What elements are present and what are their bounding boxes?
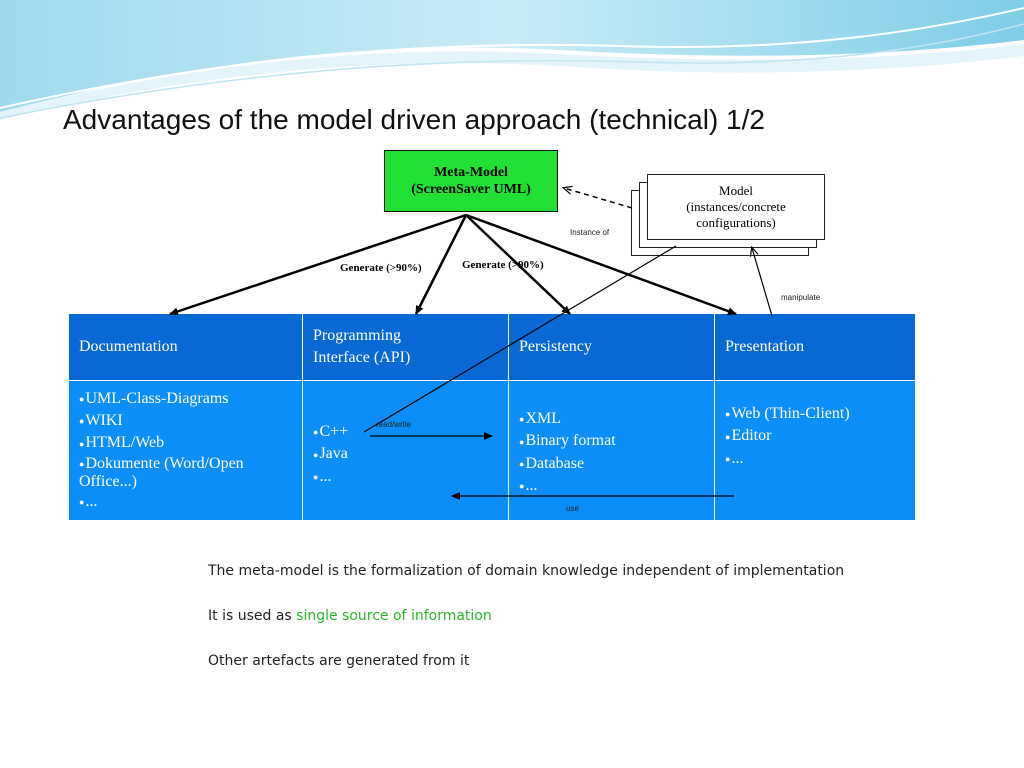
- meta-model-name: Meta-Model: [434, 165, 508, 180]
- cell-persistency: ●XML ●Binary format ●Database ●...: [508, 380, 715, 521]
- list-item: ●C++: [313, 423, 349, 440]
- generate-label-left: Generate (>90%): [340, 262, 422, 274]
- slide-title: Advantages of the model driven approach …: [63, 104, 765, 135]
- table-body-row: ●UML-Class-Diagrams ●WIKI ●HTML/Web ●Dok…: [68, 380, 916, 521]
- text-block: The meta-model is the formalization of d…: [208, 556, 848, 691]
- list-item: ●Editor: [725, 427, 772, 445]
- list-item: ●HTML/Web: [79, 434, 165, 452]
- meta-model-subtitle: (ScreenSaver UML): [411, 182, 531, 197]
- list-item: ●Java: [313, 445, 348, 463]
- use-label: use: [566, 504, 579, 513]
- read-write-label: read/write: [376, 420, 412, 429]
- list-item: ●...: [313, 467, 332, 485]
- cell-presentation: ●Web (Thin-Client) ●Editor ●...: [714, 380, 916, 521]
- model-line-2: (instances/concrete: [686, 199, 786, 214]
- list-item: ●WIKI: [79, 412, 123, 429]
- list-item: ●XML: [519, 409, 561, 427]
- header-presentation: Presentation: [714, 313, 916, 381]
- model-box: Model (instances/concrete configurations…: [647, 174, 825, 240]
- list-item: ●UML-Class-Diagrams: [79, 389, 229, 407]
- model-line-1: Model: [719, 183, 753, 198]
- meta-model-box: Meta-Model (ScreenSaver UML): [384, 150, 558, 212]
- model-line-3: configurations): [696, 215, 776, 230]
- paragraph-single-source: It is used as single source of informati…: [208, 608, 492, 624]
- list-item: ●...: [519, 476, 538, 494]
- list-item: ●...: [725, 449, 744, 467]
- header-persistency: Persistency: [508, 313, 715, 381]
- generate-label-right: Generate (>90%): [462, 259, 544, 271]
- list-item: ●...: [79, 492, 98, 510]
- header-documentation: Documentation: [68, 313, 303, 381]
- list-item: ●Binary format: [519, 432, 616, 450]
- instance-of-label: Instance of: [570, 228, 610, 237]
- cell-api: ●C++ ●Java ●...: [302, 380, 509, 521]
- highlight-single-source: single source of information: [296, 608, 492, 624]
- list-item: ●Web (Thin-Client): [725, 405, 850, 422]
- cell-documentation: ●UML-Class-Diagrams ●WIKI ●HTML/Web ●Dok…: [68, 380, 303, 521]
- list-item: ●Dokumente (Word/Open Office...): [79, 454, 244, 490]
- paragraph-meta-model: The meta-model is the formalization of d…: [208, 563, 845, 579]
- paragraph-generated: Other artefacts are generated from it: [208, 653, 470, 669]
- manipulate-label: manipulate: [781, 293, 821, 302]
- list-item: ●Database: [519, 454, 585, 472]
